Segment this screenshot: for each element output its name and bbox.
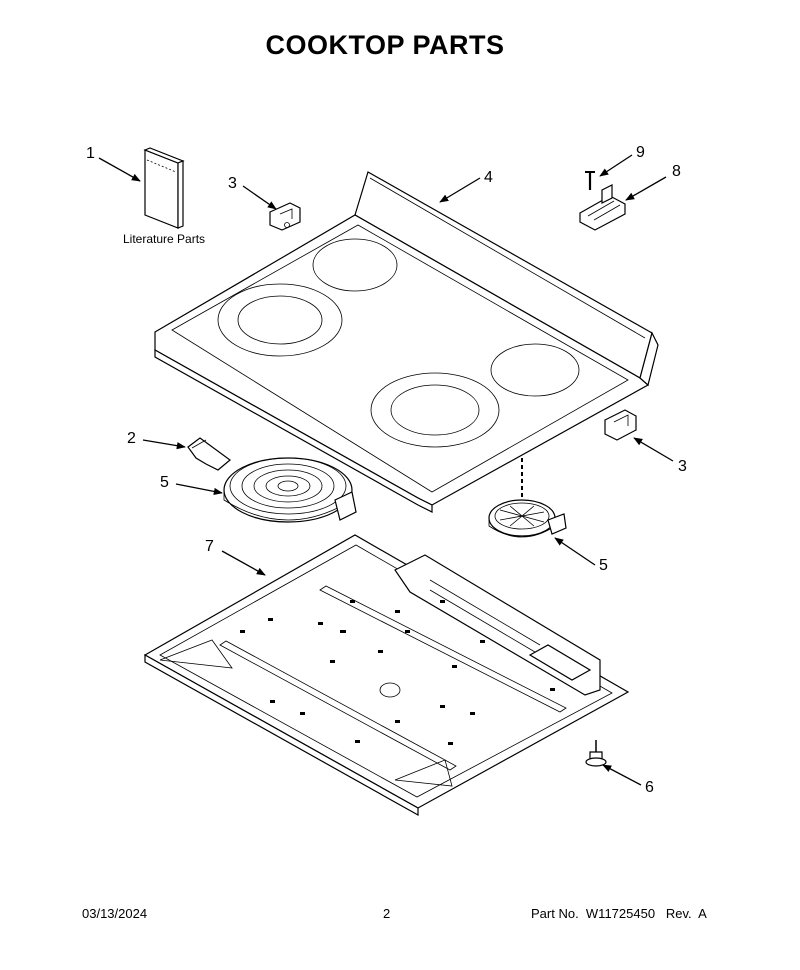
callout-2: 2 (127, 430, 136, 447)
leader-4 (439, 177, 481, 203)
callout-3-right: 3 (678, 458, 687, 475)
leader-6 (602, 764, 642, 786)
leader-7 (221, 550, 266, 576)
callout-9: 9 (636, 144, 645, 161)
radiant-element-small (488, 499, 567, 538)
leader-3-right (633, 437, 674, 462)
radiant-element-large (223, 457, 357, 523)
literature-parts-label: Literature Parts (123, 232, 205, 246)
callout-5-right: 5 (599, 557, 608, 574)
literature-parts-booklet (143, 147, 185, 229)
cooktop-glass (154, 171, 659, 513)
callout-5-left: 5 (160, 474, 169, 491)
front-bracket (187, 437, 231, 471)
footer-part-number: Part No. W11725450 Rev. A (531, 906, 707, 921)
leader-2 (142, 439, 186, 450)
callout-1: 1 (86, 145, 95, 162)
footer-page-number: 2 (383, 906, 391, 921)
callout-4: 4 (484, 169, 493, 186)
page-title: COOKTOP PARTS (265, 30, 505, 60)
leader-8 (625, 176, 667, 201)
screw-part-6 (585, 740, 607, 767)
cooktop-bracket-right (604, 409, 637, 441)
footer-date: 03/13/2024 (82, 906, 148, 921)
callout-8: 8 (672, 163, 681, 180)
leader-9 (599, 154, 633, 177)
callout-6: 6 (645, 779, 654, 796)
callout-3-left: 3 (228, 175, 237, 192)
element-support-tray (143, 534, 630, 817)
cooktop-bracket-left (269, 202, 301, 231)
leader-5-left (175, 483, 223, 495)
callout-7: 7 (205, 538, 214, 555)
leader-5-right (554, 537, 596, 566)
leader-1 (98, 157, 141, 182)
screw-part-9 (585, 171, 595, 190)
leader-3-left (242, 185, 277, 210)
terminal-block (579, 184, 626, 231)
